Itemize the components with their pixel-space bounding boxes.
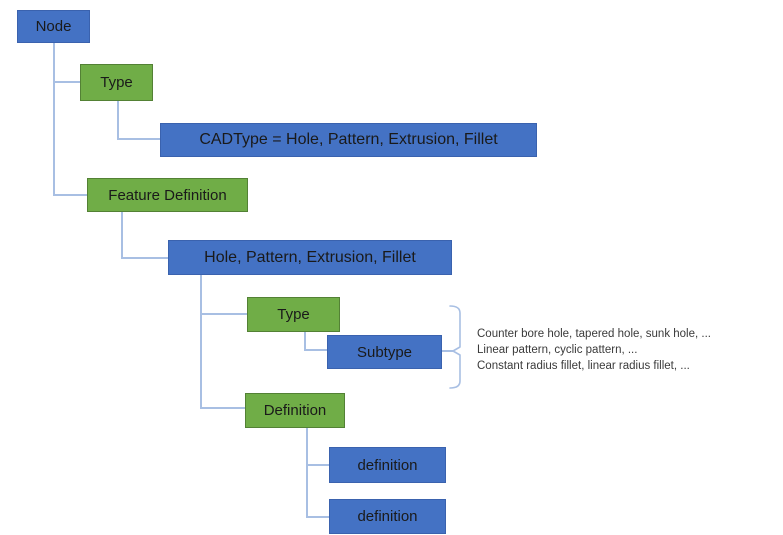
subtype-annotation: Counter bore hole, tapered hole, sunk ho… xyxy=(477,326,711,374)
box-definition-child-1-label: definition xyxy=(357,456,418,474)
subtype-values-brace-icon xyxy=(449,305,461,389)
connector-hole-trunk-vertical xyxy=(200,275,202,409)
subtype-annotation-line-2: Linear pattern, cyclic pattern, ... xyxy=(477,344,638,356)
connector-node-to-feature-definition xyxy=(53,194,89,196)
subtype-annotation-line-1: Counter bore hole, tapered hole, sunk ho… xyxy=(477,328,711,340)
box-type-2: Type xyxy=(247,297,340,332)
connector-featuredef-to-hole-vertical xyxy=(121,212,123,259)
box-cadtype: CADType = Hole, Pattern, Extrusion, Fill… xyxy=(160,123,537,157)
connector-type-to-cadtype-vertical xyxy=(117,101,119,140)
connector-definition-trunk-vertical xyxy=(306,428,308,518)
box-type: Type xyxy=(80,64,153,101)
box-definition: Definition xyxy=(245,393,345,428)
box-definition-child-2-label: definition xyxy=(357,508,418,525)
box-subtype-label: Subtype xyxy=(356,343,413,361)
box-feature-definition-label: Feature Definition xyxy=(108,186,227,204)
box-cadtype-label: CADType = Hole, Pattern, Extrusion, Fill… xyxy=(199,131,498,148)
connector-definition-to-child2 xyxy=(306,516,331,518)
connector-featuredef-to-hole-horizontal xyxy=(121,257,170,259)
box-node: Node xyxy=(17,10,90,43)
connector-type2-to-subtype-horizontal xyxy=(304,349,329,351)
box-type-2-label: Type xyxy=(277,306,310,323)
box-type-label: Type xyxy=(100,74,133,91)
connector-type-to-cadtype-horizontal xyxy=(117,138,162,140)
box-hole-pattern: Hole, Pattern, Extrusion, Fillet xyxy=(168,240,452,275)
connector-node-to-type xyxy=(53,81,80,83)
subtype-annotation-line-3: Constant radius fillet, linear radius fi… xyxy=(477,360,690,372)
box-definition-label: Definition xyxy=(263,402,327,419)
box-definition-child-1: definition xyxy=(329,447,446,483)
box-feature-definition: Feature Definition xyxy=(87,178,248,212)
box-subtype: Subtype xyxy=(327,335,442,369)
box-definition-child-2: definition xyxy=(329,499,446,534)
box-hole-pattern-label: Hole, Pattern, Extrusion, Fillet xyxy=(204,248,416,266)
connector-definition-to-child1 xyxy=(306,464,331,466)
connector-hole-to-definition xyxy=(200,407,247,409)
connector-subtype-to-brace xyxy=(442,350,454,352)
connector-type2-to-subtype-vertical xyxy=(304,332,306,351)
connector-hole-to-type2 xyxy=(200,313,249,315)
box-node-label: Node xyxy=(35,18,72,35)
connector-node-trunk-vertical xyxy=(53,43,55,196)
